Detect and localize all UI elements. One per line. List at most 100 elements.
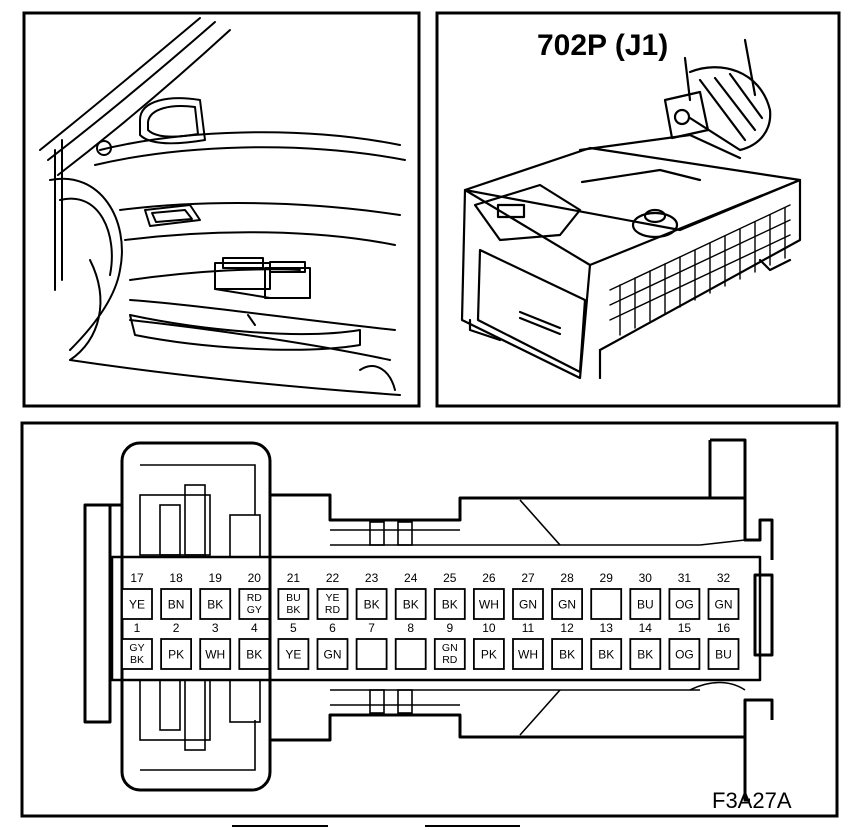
pin-cavity xyxy=(199,588,232,620)
wire-color: OG xyxy=(675,648,694,662)
wire-color: BK xyxy=(598,648,614,662)
pin-cavity xyxy=(121,638,153,670)
pin-4: 4BK xyxy=(238,621,271,670)
pin-cavity xyxy=(551,588,583,620)
pin-number: 11 xyxy=(522,621,535,635)
pin-number: 13 xyxy=(600,621,614,635)
wire-color: PK xyxy=(481,648,497,662)
pin-cavity xyxy=(394,588,427,620)
pin-cavity xyxy=(472,588,505,620)
wire-color: RD xyxy=(325,604,341,616)
pin-number: 31 xyxy=(678,571,692,585)
connector-illustration xyxy=(460,38,802,380)
pin-number: 20 xyxy=(248,571,262,585)
pin-cavity xyxy=(707,638,740,670)
pin-number: 32 xyxy=(717,571,731,585)
pin-number: 27 xyxy=(521,571,535,585)
wire-color: GN xyxy=(442,642,458,654)
pin-8: 8 xyxy=(394,621,427,670)
pin-cavity xyxy=(238,588,271,620)
pin-number: 28 xyxy=(560,571,574,585)
pin-cavity xyxy=(707,588,740,620)
pin-cavity xyxy=(551,638,583,670)
pin-number: 3 xyxy=(212,621,219,635)
wire-color: GN xyxy=(715,598,733,612)
door-illustration xyxy=(39,17,406,396)
pin-number: 30 xyxy=(639,571,653,585)
pin-cavity xyxy=(512,588,544,620)
pin-number: 29 xyxy=(600,571,614,585)
pin-number: 26 xyxy=(482,571,496,585)
wire-color: YE xyxy=(129,598,145,612)
pin-number: 6 xyxy=(329,621,336,635)
wire-color: OG xyxy=(675,598,694,612)
pin-number: 24 xyxy=(404,571,418,585)
wire-color: YE xyxy=(285,648,301,662)
pin-number: 12 xyxy=(560,621,574,635)
pin-cavity xyxy=(590,588,623,620)
wire-color: BK xyxy=(207,598,223,612)
pin-number: 5 xyxy=(290,621,297,635)
pin-cavity xyxy=(316,638,349,670)
pin-cavity xyxy=(277,638,310,670)
pin-cavity xyxy=(433,638,466,670)
pin-cavity xyxy=(629,638,662,670)
wire-color: GN xyxy=(519,598,537,612)
pin-number: 23 xyxy=(365,571,379,585)
wire-color: BK xyxy=(364,598,380,612)
pin-cavity xyxy=(590,638,623,670)
pin-cavity xyxy=(512,638,544,670)
pin-number: 17 xyxy=(130,571,144,585)
connector-perspective-panel: 702P (J1) xyxy=(435,11,841,408)
wire-color: BK xyxy=(442,598,458,612)
wire-color: RD xyxy=(247,592,263,604)
pin-cavity xyxy=(668,588,701,620)
pin-cavity xyxy=(277,588,310,620)
wire-color: RD xyxy=(442,654,458,666)
wire-color: GN xyxy=(558,598,576,612)
pin-5: 5YE xyxy=(277,621,310,670)
pin-cavity xyxy=(472,638,505,670)
wire-color: GY xyxy=(129,642,144,654)
pin-cavity xyxy=(394,638,427,670)
wire-color: BK xyxy=(559,648,575,662)
pin-number: 7 xyxy=(368,621,375,635)
pin-number: 25 xyxy=(443,571,457,585)
pin-cavity xyxy=(433,588,466,620)
wire-color: BK xyxy=(286,604,300,616)
wire-color: PK xyxy=(168,648,184,662)
wire-color: WH xyxy=(479,598,499,612)
wire-color: WH xyxy=(205,648,225,662)
pin-3: 3WH xyxy=(199,621,232,670)
pin-6: 6GN xyxy=(316,621,349,670)
pin-number: 10 xyxy=(482,621,496,635)
wire-color: BU xyxy=(286,592,301,604)
housing-detail-lines xyxy=(139,464,746,771)
pin-number: 4 xyxy=(251,621,258,635)
door-view-panel xyxy=(22,11,421,408)
connector-label: 702P (J1) xyxy=(537,29,668,62)
pin-29: 29 xyxy=(590,571,623,620)
pin-number: 9 xyxy=(446,621,453,635)
pin-number: 18 xyxy=(169,571,183,585)
wire-color: BN xyxy=(168,598,185,612)
wire-color: BK xyxy=(637,648,653,662)
wire-color: GN xyxy=(324,648,342,662)
pin-number: 8 xyxy=(407,621,414,635)
pin-cavity xyxy=(629,588,662,620)
